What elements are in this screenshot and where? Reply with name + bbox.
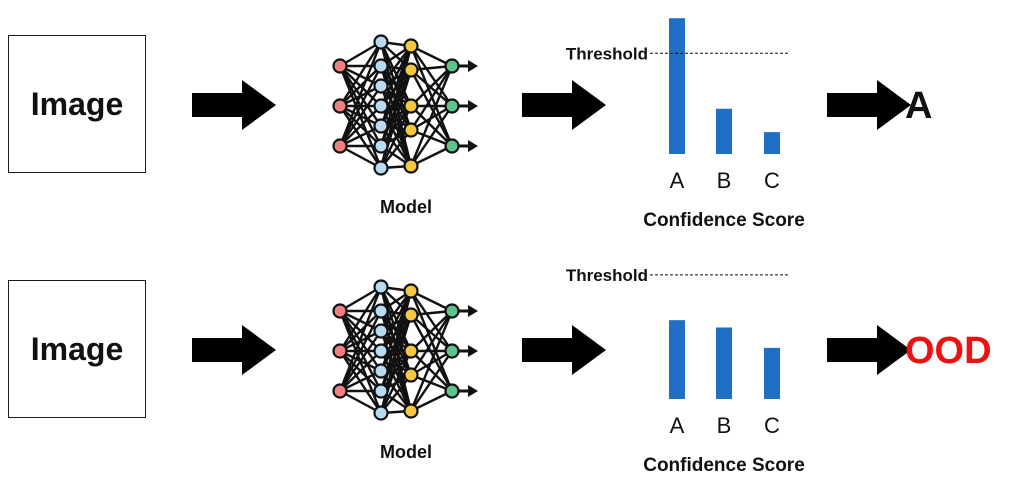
- network-node: [332, 98, 348, 114]
- arrow-right-icon: [827, 325, 911, 375]
- network-node: [373, 343, 389, 359]
- network-node: [444, 58, 460, 74]
- network-nodes: [332, 279, 460, 421]
- network-node: [373, 98, 389, 114]
- network-node: [373, 78, 389, 94]
- arrow-right-icon: [522, 325, 606, 375]
- bar-b: [716, 327, 732, 399]
- tick-label-b: B: [717, 168, 732, 193]
- input-image-label: Image: [30, 330, 124, 367]
- network-node: [373, 118, 389, 134]
- network-node: [332, 138, 348, 154]
- network-node: [444, 98, 460, 114]
- network-node: [373, 138, 389, 154]
- bar-c: [764, 132, 780, 154]
- network-node: [332, 303, 348, 319]
- arrow-right-icon: [192, 325, 276, 375]
- network-node: [373, 303, 389, 319]
- network-node: [444, 343, 460, 359]
- threshold-label: Threshold: [566, 266, 648, 285]
- prediction-result: A: [905, 84, 933, 127]
- network-node: [332, 343, 348, 359]
- network-node: [332, 58, 348, 74]
- network-node: [403, 158, 419, 174]
- arrow-right-icon: [827, 80, 911, 130]
- tick-label-b: B: [717, 413, 732, 438]
- network-node: [403, 38, 419, 54]
- neural-network-icon: [332, 34, 478, 176]
- input-image-box: Image: [8, 280, 146, 418]
- model-label: Model: [380, 442, 432, 462]
- network-node: [373, 405, 389, 421]
- network-node: [403, 307, 419, 323]
- network-node: [403, 62, 419, 78]
- network-node: [332, 383, 348, 399]
- network-node: [373, 383, 389, 399]
- network-node: [403, 367, 419, 383]
- network-node: [373, 160, 389, 176]
- network-node: [403, 343, 419, 359]
- network-node: [373, 363, 389, 379]
- model-label: Model: [380, 197, 432, 217]
- arrow-right-icon: [522, 80, 606, 130]
- network-edges: [338, 40, 454, 170]
- network-node: [444, 383, 460, 399]
- network-node: [373, 279, 389, 295]
- network-node: [373, 323, 389, 339]
- network-node: [403, 98, 419, 114]
- bar-a: [669, 18, 685, 154]
- tick-label-a: A: [670, 413, 685, 438]
- bar-a: [669, 320, 685, 399]
- bar-b: [716, 108, 732, 154]
- network-node: [373, 58, 389, 74]
- network-node: [403, 122, 419, 138]
- input-image-label: Image: [30, 85, 124, 122]
- network-node: [373, 34, 389, 50]
- threshold-label: Threshold: [566, 44, 648, 63]
- network-nodes: [332, 34, 460, 176]
- x-axis-label: Confidence Score: [643, 455, 805, 476]
- prediction-result: OOD: [905, 329, 992, 372]
- bar-c: [764, 347, 780, 399]
- network-node: [403, 283, 419, 299]
- network-node: [444, 138, 460, 154]
- tick-label-c: C: [764, 168, 780, 193]
- x-axis-label: Confidence Score: [643, 210, 805, 231]
- tick-label-a: A: [670, 168, 685, 193]
- arrow-right-icon: [192, 80, 276, 130]
- input-image-box: Image: [8, 35, 146, 173]
- neural-network-icon: [332, 279, 478, 421]
- tick-label-c: C: [764, 413, 780, 438]
- network-node: [444, 303, 460, 319]
- network-node: [403, 403, 419, 419]
- network-edges: [338, 285, 454, 415]
